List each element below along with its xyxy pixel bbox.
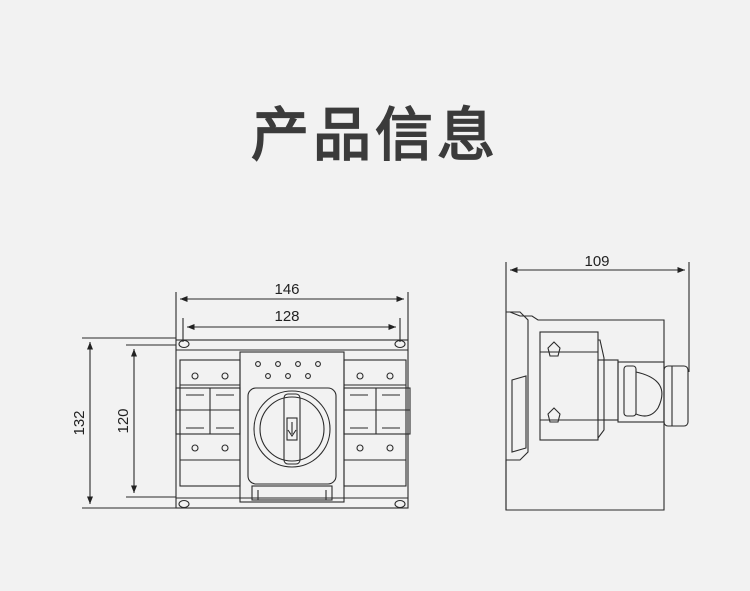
right-breaker (343, 359, 411, 487)
dim-mount-width-label: 128 (274, 308, 299, 325)
mounting-rail (505, 311, 665, 511)
mount-hole-br (394, 499, 406, 509)
page-title: 产品信息 (250, 101, 499, 169)
dim-depth (505, 262, 690, 372)
dim-mount-height (126, 344, 176, 498)
dim-overall-height (82, 337, 176, 509)
dim-mount-height-label: 120 (115, 408, 132, 433)
mount-hole-tl (178, 339, 190, 349)
dim-mount-width (182, 318, 401, 342)
knob-handle (283, 393, 301, 465)
dim-overall-width-label: 146 (274, 281, 299, 298)
front-view (82, 292, 411, 509)
dim-overall-height-label: 132 (71, 410, 88, 435)
mount-hole-bl (178, 499, 190, 509)
dim-overall-width (175, 292, 409, 340)
left-breaker (175, 359, 241, 487)
side-body (539, 331, 599, 441)
side-view (505, 262, 690, 511)
mount-hole-tr (394, 339, 406, 349)
rotary-knob (253, 390, 331, 468)
center-mechanism (239, 351, 345, 503)
side-handle (617, 361, 689, 427)
dim-depth-label: 109 (584, 253, 609, 270)
